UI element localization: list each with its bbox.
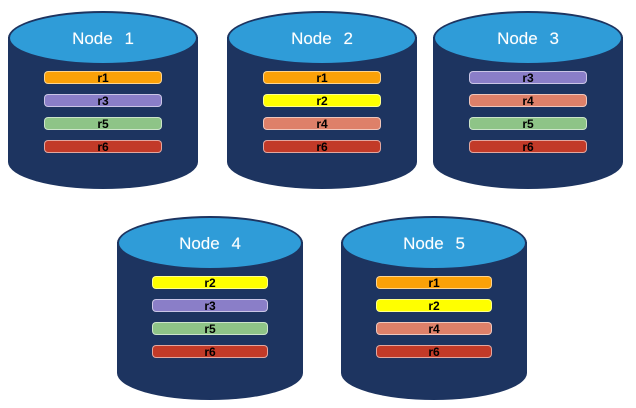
- replica-label: r1: [428, 275, 440, 290]
- replica-bar-r1: r1: [263, 71, 381, 84]
- node-cylinder-2: Node 2 r1 r2 r4 r6: [227, 11, 417, 189]
- replica-bar-r4: r4: [263, 117, 381, 130]
- replica-label: r3: [204, 298, 216, 313]
- node-title: Node 5: [403, 234, 465, 253]
- node-top-ellipse: Node 5: [341, 216, 527, 270]
- replica-label: r1: [316, 70, 328, 85]
- replica-label: r2: [204, 275, 216, 290]
- replica-bar-r6: r6: [469, 140, 587, 153]
- node-top-ellipse: Node 4: [117, 216, 303, 270]
- node-title: Node 1: [72, 29, 134, 48]
- replica-bar-r6: r6: [376, 344, 492, 359]
- replica-bar-list: r3 r4 r5 r6: [433, 71, 623, 153]
- replica-label: r5: [522, 116, 534, 131]
- replica-bar-r5: r5: [152, 321, 268, 336]
- replica-bar-r2: r2: [376, 298, 492, 313]
- replica-bar-r3: r3: [44, 94, 162, 107]
- node-top-ellipse: Node 3: [433, 11, 623, 65]
- node-top-ellipse: Node 2: [227, 11, 417, 65]
- replica-bar-list: r1 r3 r5 r6: [8, 71, 198, 153]
- replica-bar-r2: r2: [263, 94, 381, 107]
- replica-bar-r6: r6: [152, 344, 268, 359]
- replica-bar-r2: r2: [152, 275, 268, 290]
- replica-label: r6: [428, 344, 440, 359]
- node-cylinder-5: Node 5 r1 r2 r4 r6: [341, 216, 527, 400]
- node-cylinder-3: Node 3 r3 r4 r5 r6: [433, 11, 623, 189]
- replica-bar-r1: r1: [44, 71, 162, 84]
- replica-label: r5: [97, 116, 109, 131]
- replica-bar-r6: r6: [263, 140, 381, 153]
- node-title: Node 3: [497, 29, 559, 48]
- replica-label: r4: [428, 321, 440, 336]
- replica-label: r6: [522, 139, 534, 154]
- replica-label: r6: [204, 344, 216, 359]
- replica-bar-r1: r1: [376, 275, 492, 290]
- replica-bar-list: r1 r2 r4 r6: [341, 276, 527, 358]
- replica-bar-r3: r3: [469, 71, 587, 84]
- replica-label: r4: [316, 116, 328, 131]
- replica-bar-r5: r5: [44, 117, 162, 130]
- node-top-ellipse: Node 1: [8, 11, 198, 65]
- replica-bar-r4: r4: [469, 94, 587, 107]
- replica-label: r3: [522, 70, 534, 85]
- replica-bar-r4: r4: [376, 321, 492, 336]
- replica-label: r1: [97, 70, 109, 85]
- replica-bar-r3: r3: [152, 298, 268, 313]
- replica-label: r2: [316, 93, 328, 108]
- replica-label: r5: [204, 321, 216, 336]
- replica-label: r2: [428, 298, 440, 313]
- replica-label: r3: [97, 93, 109, 108]
- node-cylinder-1: Node 1 r1 r3 r5 r6: [8, 11, 198, 189]
- replica-label: r6: [97, 139, 109, 154]
- replica-bar-r6: r6: [44, 140, 162, 153]
- replica-label: r6: [316, 139, 328, 154]
- node-cylinder-4: Node 4 r2 r3 r5 r6: [117, 216, 303, 400]
- replica-bar-list: r2 r3 r5 r6: [117, 276, 303, 358]
- node-title: Node 4: [179, 234, 241, 253]
- replica-bar-list: r1 r2 r4 r6: [227, 71, 417, 153]
- replica-label: r4: [522, 93, 534, 108]
- replica-bar-r5: r5: [469, 117, 587, 130]
- node-title: Node 2: [291, 29, 353, 48]
